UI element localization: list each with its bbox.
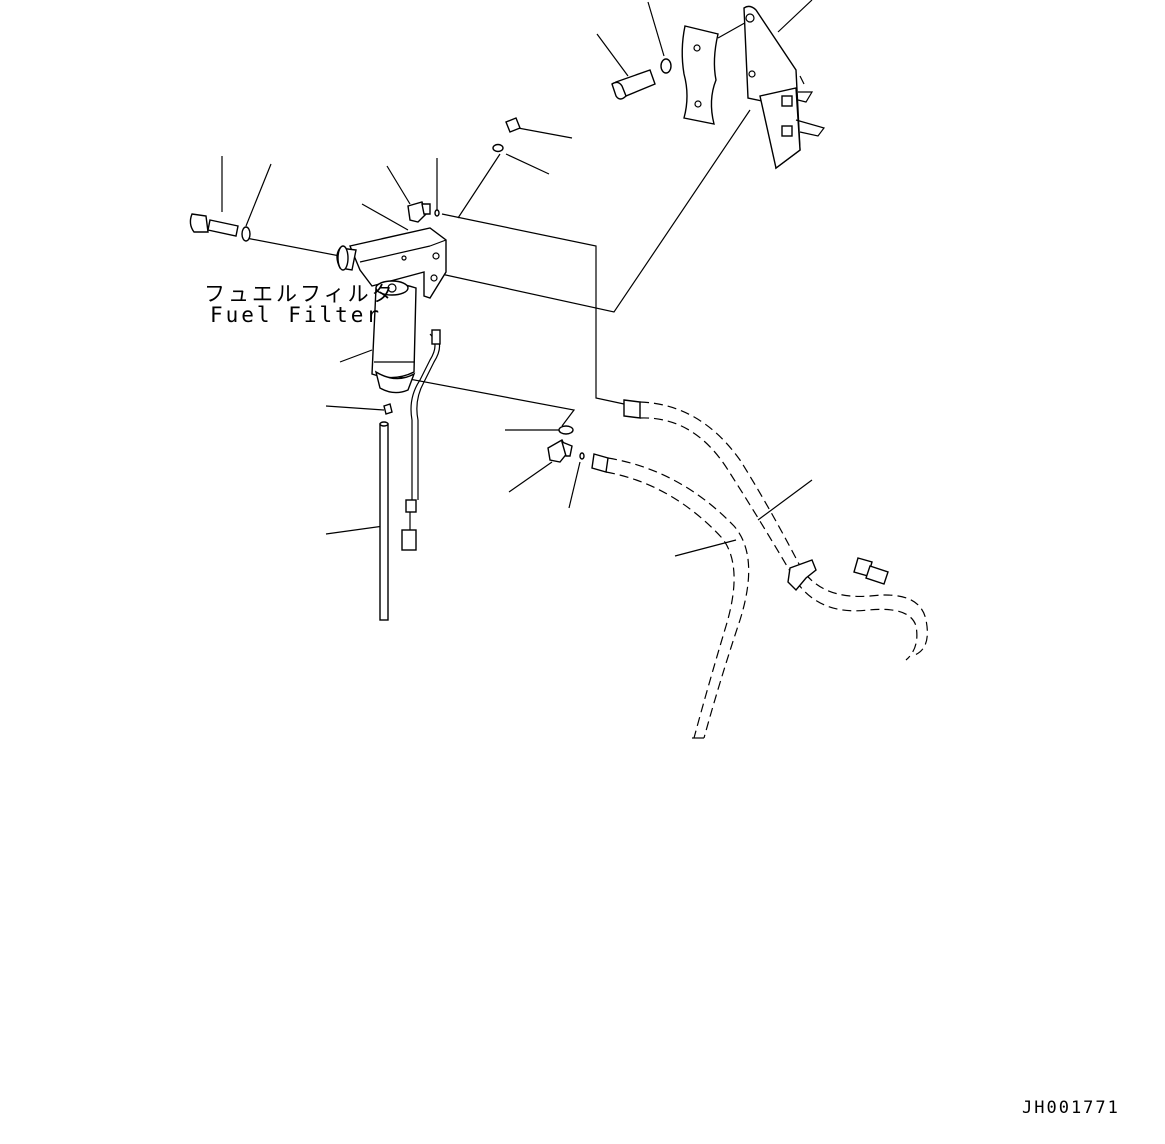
- connection-lines: [245, 19, 751, 427]
- fuel-filter-assembly: [336, 227, 447, 551]
- top-fittings: [492, 117, 521, 153]
- drawing-code: JH001771: [1022, 1098, 1120, 1118]
- filter-mount-bolt: [189, 213, 251, 242]
- fuel-hoses: [591, 399, 928, 739]
- leader-lines: [221, 0, 813, 557]
- drain-tube: [379, 421, 389, 621]
- part-label-english: Fuel Filter: [210, 303, 383, 327]
- part-label-japanese: フュエルフィルタ: [204, 282, 396, 306]
- lower-elbow-fitting: [547, 425, 585, 463]
- bracket-bolt: [611, 58, 672, 100]
- mounting-bracket: [681, 5, 826, 170]
